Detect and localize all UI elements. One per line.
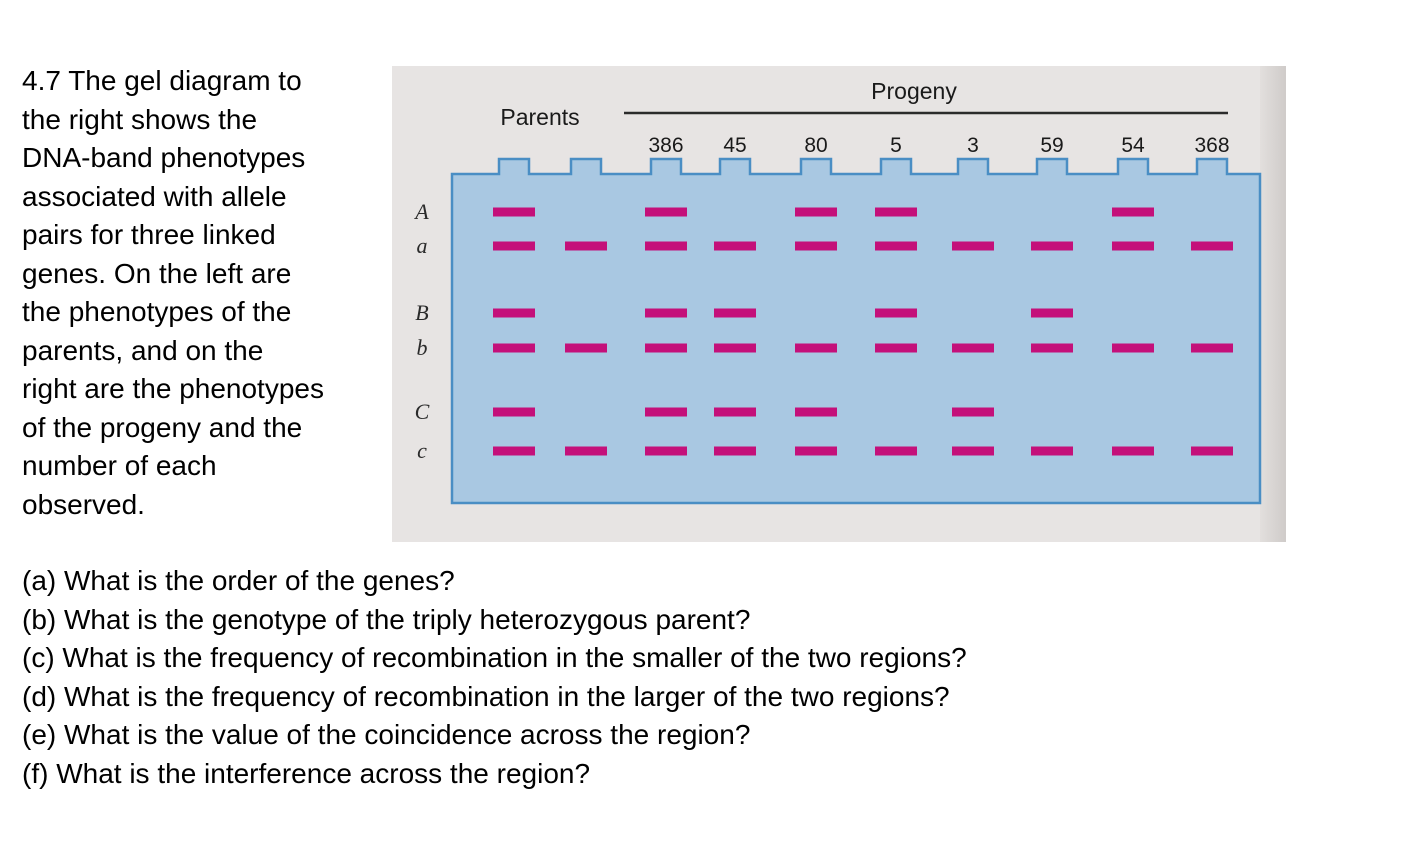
band-lane-7-c xyxy=(952,446,994,456)
band-lane-9-a xyxy=(1112,241,1154,251)
band-lane-1-A xyxy=(493,207,535,217)
question-list: (a) What is the order of the genes? (b) W… xyxy=(22,562,1382,793)
band-lane-5-c xyxy=(795,446,837,456)
band-lane-9-b xyxy=(1112,343,1154,353)
allele-label-b: b xyxy=(417,335,428,360)
band-lane-3-C xyxy=(645,407,687,417)
question-2: (b) What is the genotype of the triply h… xyxy=(22,603,751,635)
progeny-count: 45 xyxy=(723,134,746,157)
band-lane-8-b xyxy=(1031,343,1073,353)
band-lane-1-b xyxy=(493,343,535,353)
band-lane-5-b xyxy=(795,343,837,353)
progeny-count: 386 xyxy=(648,134,683,157)
band-lane-9-A xyxy=(1112,207,1154,217)
band-lane-4-C xyxy=(714,407,756,417)
page-shadow xyxy=(1260,66,1286,542)
question-5: (e) What is the value of the coincidence… xyxy=(22,719,751,750)
band-lane-10-a xyxy=(1191,241,1233,251)
band-lane-4-a xyxy=(714,241,756,251)
band-lane-5-A xyxy=(795,207,837,217)
progeny-count: 3 xyxy=(967,134,979,157)
parents-label: Parents xyxy=(500,104,579,130)
band-lane-4-b xyxy=(714,343,756,353)
problem-line-10: of the progeny and the xyxy=(22,411,303,443)
question-4: (d) What is the frequency of recombinati… xyxy=(22,680,950,712)
band-lane-6-b xyxy=(875,343,917,353)
problem-line-11: number of each xyxy=(22,450,217,481)
problem-line-4: associated with allele xyxy=(22,180,287,212)
band-lane-1-a xyxy=(493,241,535,251)
progeny-count: 368 xyxy=(1194,134,1229,157)
progeny-counts: 386 45 80 5 3 59 54 368 xyxy=(648,134,1229,157)
allele-label-C: C xyxy=(415,399,430,424)
band-lane-10-b xyxy=(1191,343,1233,353)
allele-label-A: A xyxy=(413,199,429,224)
problem-line-3: DNA-band phenotypes xyxy=(22,142,306,173)
band-lane-1-B xyxy=(493,308,535,318)
allele-label-a: a xyxy=(417,233,428,258)
band-lane-6-a xyxy=(875,241,917,251)
band-lane-8-c xyxy=(1031,446,1073,456)
band-lane-3-b xyxy=(645,343,687,353)
progeny-label: Progeny xyxy=(871,78,957,104)
problem-line-5: pairs for three linked xyxy=(22,219,276,250)
band-lane-8-B xyxy=(1031,308,1073,318)
band-lane-3-a xyxy=(645,241,687,251)
band-lane-3-c xyxy=(645,446,687,456)
question-6: (f) What is the interference across the … xyxy=(22,757,591,789)
problem-line-9: right are the phenotypes xyxy=(22,373,324,404)
problem-line-8: parents, and on the xyxy=(22,334,264,366)
band-lane-2-a xyxy=(565,241,607,251)
band-lane-6-B xyxy=(875,308,917,318)
band-lane-2-b xyxy=(565,343,607,353)
band-lane-7-C xyxy=(952,407,994,417)
problem-line-6: genes. On the left are xyxy=(22,257,292,289)
band-lane-7-a xyxy=(952,241,994,251)
band-lane-1-C xyxy=(493,407,535,417)
allele-label-B: B xyxy=(415,300,428,325)
band-lane-8-a xyxy=(1031,241,1073,251)
band-lane-4-B xyxy=(714,308,756,318)
question-1: (a) What is the order of the genes? xyxy=(22,565,455,596)
band-lane-5-a xyxy=(795,241,837,251)
band-lane-10-c xyxy=(1191,446,1233,456)
band-lane-4-c xyxy=(714,446,756,456)
band-lane-5-C xyxy=(795,407,837,417)
bands xyxy=(493,207,1233,456)
progeny-count: 80 xyxy=(804,134,827,157)
progeny-count: 5 xyxy=(890,134,902,157)
band-lane-7-b xyxy=(952,343,994,353)
question-3: (c) What is the frequency of recombinati… xyxy=(22,642,967,673)
progeny-count: 54 xyxy=(1121,134,1145,157)
band-lane-3-A xyxy=(645,207,687,217)
band-lane-2-c xyxy=(565,446,607,456)
problem-statement: 4.7 The gel diagram to the right shows th… xyxy=(22,62,382,524)
allele-label-c: c xyxy=(417,438,427,463)
problem-line-2: the right shows the xyxy=(22,103,258,135)
band-lane-1-c xyxy=(493,446,535,456)
problem-line-7: the phenotypes of the xyxy=(22,296,292,327)
progeny-count: 59 xyxy=(1040,134,1063,157)
problem-line-12: observed. xyxy=(22,488,145,520)
band-lane-6-c xyxy=(875,446,917,456)
band-lane-3-B xyxy=(645,308,687,318)
band-lane-6-A xyxy=(875,207,917,217)
band-lane-9-c xyxy=(1112,446,1154,456)
problem-line-1: 4.7 The gel diagram to xyxy=(22,65,302,96)
